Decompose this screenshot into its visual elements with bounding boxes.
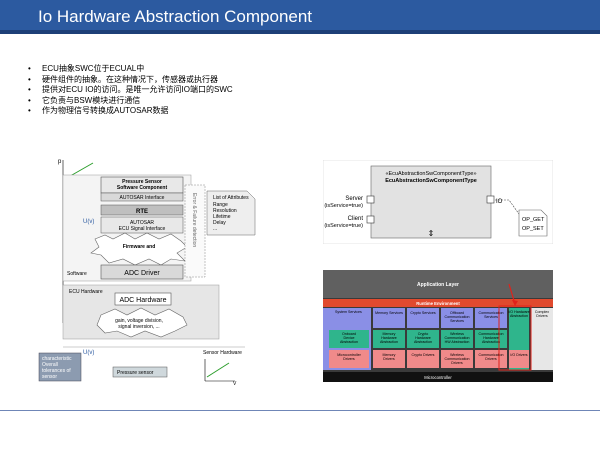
slide-title-bar: Io Hardware Abstraction Component [0,0,600,34]
input-graph: V [204,359,237,387]
attr-item: Delay [213,220,226,226]
crypto-services-label: Crypto Services [410,311,436,315]
bullet-item: 它负责与BSW模块进行通信 [28,96,233,107]
ecu-abstraction-component-diagram: «EcuAbstractionSwComponentType» EcuAbstr… [323,160,553,244]
adc-hardware-box [114,292,172,306]
io-label: IO [496,199,503,205]
autosar-label: AUTOSAR [130,220,154,226]
uv-label: U(v) [83,219,94,225]
microcontroller-label: Microcontroller [424,375,452,380]
rte-label: RTE [136,209,148,215]
ecu-hardware-label: ECU Hardware [69,289,103,295]
uv-label-2: U(v) [83,350,94,356]
attr-item: Resolution [213,208,237,214]
server-label: Server [345,196,363,202]
stereotype-label: «EcuAbstractionSwComponentType» [385,171,476,177]
axis-v2-label: V [233,381,237,387]
memory-services-label: Memory Services [375,311,403,315]
bullet-item: 提供对ECU IO的访问。是唯一允许访问IO端口的SWC [28,85,233,96]
runtime-environment [323,299,553,307]
application-layer [323,270,553,298]
bullet-list: ECU抽象SWC位于ECUAL中 硬件组件的抽象。在这种情况下，传感器或执行器 … [28,64,233,117]
runtime-environment-label: Runtime Environment [416,301,460,306]
client-label: Client [348,216,364,222]
component-box [370,165,492,239]
adc-hardware-label: ADC Hardware [119,297,166,304]
footer-divider [0,410,600,411]
attr-item: Range [213,202,228,208]
slide-title: Io Hardware Abstraction Component [38,7,313,26]
application-layer-label: Application Layer [417,282,459,288]
component-glyph-icon: ⇕ [428,229,435,238]
operations-note [518,209,548,237]
pressure-sensor-label: Pressure sensor [117,370,154,376]
op-set-label: OP_SET [522,226,544,232]
autosar-interface-label: AUTOSAR Interface [120,195,165,201]
io-drivers-label: I/O Drivers [510,353,527,357]
gain-label: gain, voltage division,signal inversion,… [115,318,163,330]
op-get-label: OP_GET [522,217,545,223]
system-services-label: System Services [335,310,362,314]
autosar-layer-architecture: Application Layer Runtime Environment Sy… [323,270,553,382]
attr-item: ... [213,226,217,232]
title-accent-line [0,30,600,34]
bullet-item: 作为物理信号转换成AUTOSAR数据 [28,106,233,117]
gain-burst [96,307,188,338]
attr-item: Lifetime [213,214,231,220]
firmware-label: Firmware and [123,244,156,250]
attributes-note [206,190,256,236]
client-port [366,215,375,224]
characteristic-note [38,352,82,382]
error-detection-box [184,184,206,278]
component-name-label: EcuAbstractionSwComponentType [385,178,477,184]
adc-driver-label: ADC Driver [124,270,160,277]
bullet-item: ECU抽象SWC位于ECUAL中 [28,64,233,75]
adc-driver-box [100,264,184,280]
sensor-hardware-label: Sensor Hardware [203,350,242,356]
software-label: Software [67,271,87,277]
server-sub-label: (isService=true) [324,203,363,209]
firmware-burst [90,232,188,266]
client-sub-label: (isService=true) [324,223,363,229]
axis-p-label: p [58,159,62,165]
bullet-item: 硬件组件的抽象。在这种情况下，传感器或执行器 [28,75,233,86]
ecu-signal-interface-label: ECU Signal Interface [119,226,166,232]
microcontroller-block [323,372,553,382]
crypto-drivers-label: Crypto Drivers [412,353,435,357]
server-port [366,195,375,204]
attr-item: List of Attributes [213,195,249,201]
io-port [486,195,495,204]
complex-drivers-block [531,308,553,370]
error-detection-label: Error & Failure detection [191,193,197,247]
pressure-sensor-box [112,366,168,378]
rte-box [100,204,184,216]
